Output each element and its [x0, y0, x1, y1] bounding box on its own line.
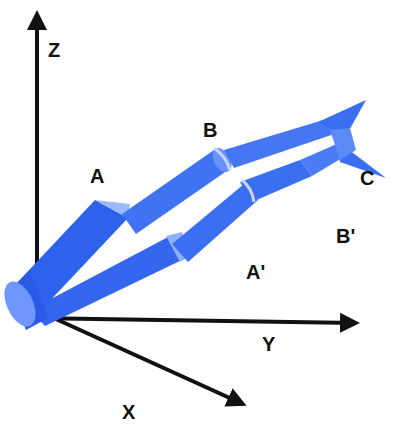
axis-or-joint-label: B [203, 120, 217, 140]
axis-or-joint-label: Y [262, 334, 275, 354]
y-axis [30, 318, 356, 323]
axis-or-joint-label: C [360, 168, 374, 188]
axis-or-joint-label: A [90, 166, 104, 186]
z-axis [35, 14, 39, 300]
axis-or-joint-label: Z [48, 40, 60, 60]
upper-arm [15, 100, 386, 306]
base-cylinder [0, 270, 48, 331]
axis-or-joint-label: B' [336, 226, 355, 246]
axis-or-joint-label: A' [246, 262, 265, 282]
axis-or-joint-label: X [122, 402, 135, 422]
